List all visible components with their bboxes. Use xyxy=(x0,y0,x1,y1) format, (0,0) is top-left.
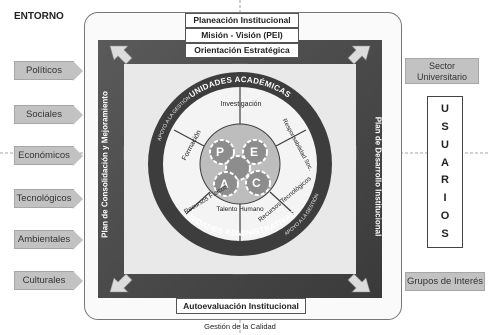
box-planeacion: Planeación Institucional xyxy=(185,13,299,28)
factor-economicos: Económicos xyxy=(14,146,83,166)
corner-arrows xyxy=(109,45,371,293)
segment-lines xyxy=(173,87,307,241)
usuarios-letter: O xyxy=(440,209,450,222)
ring-top-text: UNIDADES ACADÉMICAS xyxy=(188,75,293,100)
segment-talento-humano: Talento Humano xyxy=(216,206,264,213)
factor-culturales: Culturales xyxy=(14,271,83,291)
usuarios-letter: A xyxy=(441,156,449,169)
right-vertical-text: Plan de Desarrollo Institucional xyxy=(373,116,383,237)
usuarios-letter: S xyxy=(441,121,449,134)
box-mision-vision: Misión - Visión (PEI) xyxy=(185,28,299,43)
box-orientacion: Orientación Estratégica xyxy=(185,43,299,58)
usuarios-letter: U xyxy=(441,138,449,151)
tag-sector-line-2: Universitario xyxy=(416,72,467,82)
entorno-label: ENTORNO xyxy=(14,11,64,22)
usuarios-letter: U xyxy=(441,103,449,116)
factor-sociales: Sociales xyxy=(14,105,83,125)
factor-tecnologicos: Tecnológicos xyxy=(14,189,83,209)
pdca-letter-a: A xyxy=(220,177,229,191)
usuarios-letter: I xyxy=(443,192,447,205)
pdca-letter-p: P xyxy=(216,145,225,159)
factor-ambientales: Ambientales xyxy=(14,230,83,250)
segment-investigacion: Investigación xyxy=(220,101,262,108)
tag-grupos-interes: Grupos de Interés xyxy=(405,272,485,291)
caption-gestion-calidad: Gestión de la Calidad xyxy=(204,322,276,331)
left-vertical-text: Plan de Consolidación y Mejoramiento xyxy=(100,91,110,238)
usuarios-letter: R xyxy=(441,174,449,187)
box-autoevaluacion: Autoevaluación Institucional xyxy=(176,298,306,314)
tag-sector-line-1: Sector xyxy=(428,61,455,71)
pdca-gears xyxy=(209,139,271,197)
apoyo-gestion-top: APOYO A LA GESTIÓN xyxy=(157,95,192,142)
tag-sector-universitario: Sector Universitario xyxy=(405,58,479,84)
pdca-letter-c: C xyxy=(252,176,261,190)
usuarios-letter: S xyxy=(441,227,449,240)
usuarios-box: U S U A R I O S xyxy=(427,96,463,248)
pdca-letter-e: E xyxy=(250,145,259,159)
factor-politicos: Políticos xyxy=(14,61,83,81)
